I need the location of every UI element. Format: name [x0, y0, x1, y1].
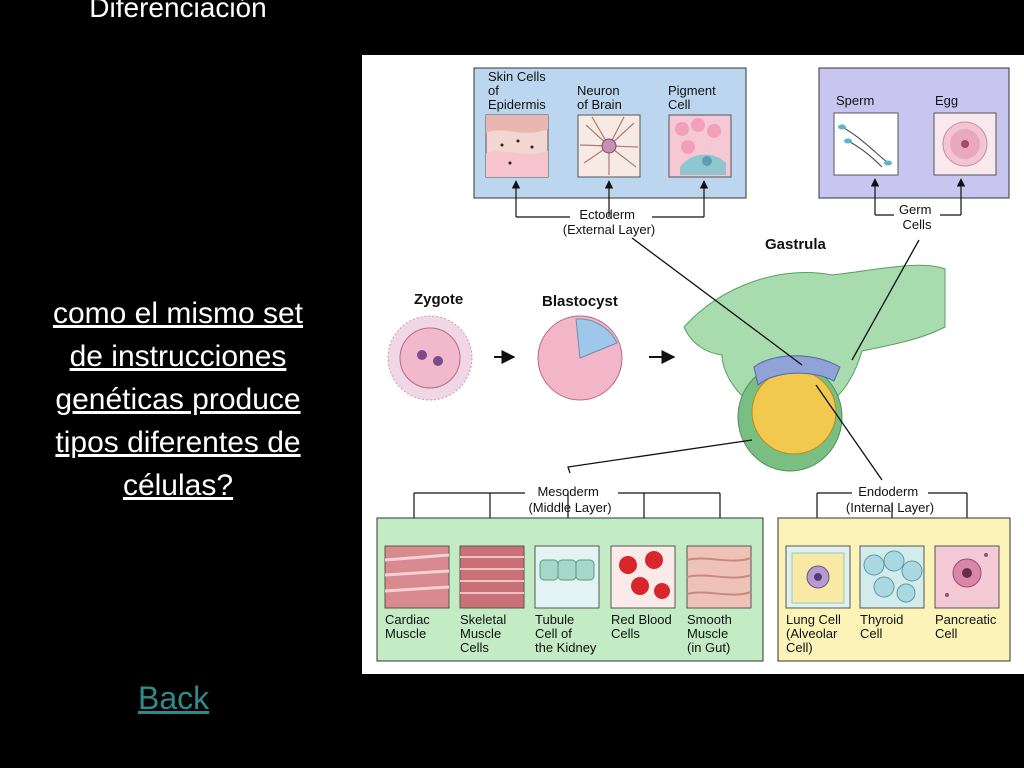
smooth-muscle-image — [686, 545, 752, 609]
thyroid-cell-image — [859, 545, 925, 609]
mesoderm-label: Mesoderm (Middle Layer) — [528, 484, 611, 515]
zygote-image — [387, 315, 473, 401]
cell-differentiation-figure: Skin Cells of Epidermis Neuron of Brain … — [362, 55, 1024, 674]
ectoderm-pointer — [631, 237, 803, 366]
ectoderm-cell-label: Neuron of Brain — [577, 83, 623, 112]
kidney-tubule-image — [534, 545, 600, 609]
stage-label-zygote: Zygote — [414, 291, 463, 308]
ectoderm-label: Ectoderm (External Layer) — [563, 207, 655, 237]
mesoderm-pointer — [567, 439, 753, 474]
skeletal-muscle-image — [459, 545, 525, 609]
mesoderm-cell-label: Skeletal Muscle Cells — [460, 612, 510, 655]
mesoderm-cell-label: Smooth Muscle (in Gut) — [687, 612, 735, 655]
germ-cells-label: Germ Cells — [899, 202, 935, 232]
sperm-image — [833, 112, 899, 176]
question-text: como el mismo set de instrucciones genét… — [14, 292, 342, 507]
ectoderm-cell-label: Pigment Cell — [668, 83, 719, 112]
stage-label-blastocyst: Blastocyst — [542, 293, 618, 310]
back-link[interactable]: Back — [138, 680, 210, 716]
slide-title: Diferenciación — [89, 0, 267, 23]
germ-cell-label: Sperm — [836, 93, 874, 108]
endoderm-cell-label: Thyroid Cell — [860, 612, 907, 641]
germ-pointer — [851, 239, 920, 361]
red-blood-cells-image — [610, 545, 676, 609]
question-line: de instrucciones — [69, 340, 287, 373]
mesoderm-cell-label: Tubule Cell of the Kidney — [535, 612, 597, 655]
stage-label-gastrula: Gastrula — [765, 236, 827, 253]
blastocyst-image — [537, 315, 623, 401]
egg-image — [933, 112, 997, 176]
pigment-cell-image — [668, 114, 732, 178]
mesoderm-cell-label: Red Blood Cells — [611, 612, 675, 641]
endoderm-label: Endoderm (Internal Layer) — [846, 484, 934, 515]
gastrula-image — [683, 264, 946, 472]
question-line: genéticas produce — [55, 383, 301, 416]
lung-cell-image — [785, 545, 851, 609]
germ-cell-label: Egg — [935, 93, 958, 108]
cardiac-muscle-image — [384, 545, 450, 609]
pancreatic-cell-image — [934, 545, 1000, 609]
question-line: tipos diferentes de — [55, 426, 301, 459]
mesoderm-cell-label: Cardiac Muscle — [385, 612, 433, 641]
neuron-image — [577, 114, 641, 178]
endoderm-cell-label: Pancreatic Cell — [935, 612, 1000, 641]
question-line: como el mismo set — [52, 297, 304, 330]
endoderm-cell-label: Lung Cell (Alveolar Cell) — [786, 612, 845, 655]
ectoderm-cell-label: Skin Cells of Epidermis — [488, 69, 549, 112]
endoderm-pointer — [815, 384, 883, 481]
question-line: células? — [122, 469, 234, 502]
skin-cell-image — [485, 114, 549, 178]
differentiation-diagram: Skin Cells of Epidermis Neuron of Brain … — [376, 67, 1011, 662]
